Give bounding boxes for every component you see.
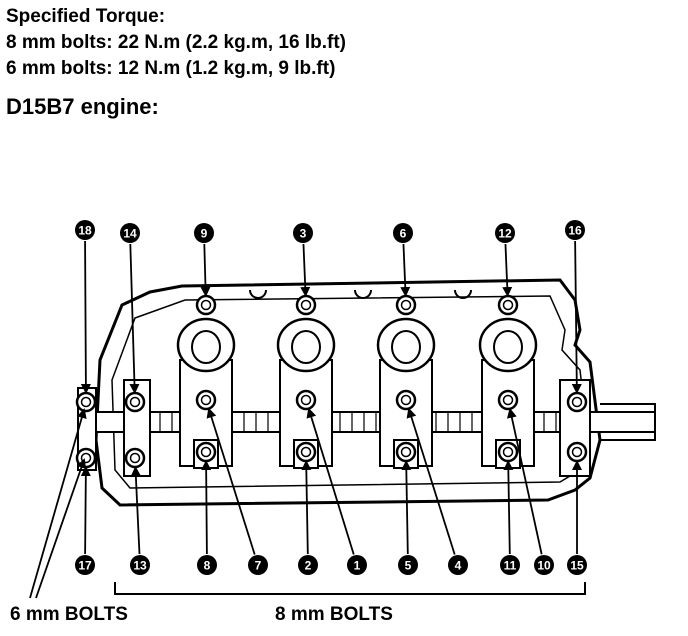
- callout-18: 18: [75, 220, 95, 240]
- bolt: [566, 391, 588, 413]
- leader-line: [506, 407, 543, 555]
- bolt: [566, 441, 588, 463]
- bolt: [497, 389, 519, 411]
- bolt: [395, 294, 417, 316]
- leader-line: [400, 243, 411, 298]
- torque-8mm-spec: 8 mm bolts: 22 N.m (2.2 kg.m, 16 lb.ft): [6, 32, 346, 53]
- callout-8: 8: [197, 555, 217, 575]
- bolt: [395, 389, 417, 411]
- callout-9: 9: [194, 223, 214, 243]
- callout-1: 1: [347, 555, 367, 575]
- bolt: [75, 447, 97, 469]
- leader-line: [80, 465, 91, 555]
- six-mm-arrow-1: [29, 408, 87, 599]
- bolt: [75, 391, 97, 413]
- six-mm-bolts-label: 6 mm BOLTS: [10, 604, 128, 625]
- callout-number: 6: [400, 227, 407, 241]
- callout-5: 5: [398, 555, 418, 575]
- callout-number: 4: [455, 559, 462, 573]
- leader-line: [201, 459, 212, 555]
- callout-number: 14: [123, 227, 137, 241]
- leader-line: [80, 240, 91, 395]
- callout-number: 10: [537, 559, 551, 573]
- callout-11: 11: [500, 555, 520, 575]
- eight-mm-bracket: [114, 582, 586, 595]
- leader-line: [130, 465, 141, 555]
- torque-6mm-spec: 6 mm bolts: 12 N.m (1.2 kg.m, 9 lb.ft): [6, 58, 336, 79]
- callout-number: 2: [305, 559, 312, 573]
- callout-10: 10: [534, 555, 554, 575]
- bolt: [195, 441, 217, 463]
- callout-7: 7: [248, 555, 268, 575]
- callout-number: 9: [201, 227, 208, 241]
- callout-number: 7: [255, 559, 262, 573]
- callout-12: 12: [495, 223, 515, 243]
- callout-number: 16: [568, 224, 582, 238]
- leader-line: [200, 243, 211, 298]
- bolt: [124, 447, 146, 469]
- six-mm-arrow-2: [35, 458, 87, 599]
- engine-heading: D15B7 engine:: [6, 94, 159, 119]
- callout-17: 17: [75, 555, 95, 575]
- bolt: [124, 391, 146, 413]
- callout-6: 6: [393, 223, 413, 243]
- leader-line: [206, 407, 256, 555]
- leader-line: [306, 407, 355, 555]
- callout-number: 17: [78, 559, 92, 573]
- bolt: [295, 389, 317, 411]
- callout-number: 18: [78, 224, 92, 238]
- callout-15: 15: [567, 555, 587, 575]
- callout-number: 13: [133, 559, 147, 573]
- bolt: [295, 294, 317, 316]
- callout-13: 13: [130, 555, 150, 575]
- callout-number: 3: [300, 227, 307, 241]
- callout-3: 3: [293, 223, 313, 243]
- torque-heading: Specified Torque:: [6, 6, 166, 27]
- bolt: [395, 441, 417, 463]
- callout-2: 2: [298, 555, 318, 575]
- bolt: [497, 441, 519, 463]
- leader-line: [406, 407, 456, 555]
- head-top-bumps: [249, 289, 472, 299]
- bolt: [497, 294, 519, 316]
- callout-number: 12: [498, 227, 512, 241]
- leader-line: [571, 240, 582, 395]
- callout-number: 1: [354, 559, 361, 573]
- callout-16: 16: [565, 220, 585, 240]
- leader-line: [401, 459, 412, 555]
- bolt: [195, 294, 217, 316]
- callout-14: 14: [120, 223, 140, 243]
- callout-number: 15: [570, 559, 584, 573]
- callout-number: 11: [504, 559, 517, 573]
- leader-line: [300, 243, 311, 298]
- leader-line: [301, 459, 312, 555]
- leader-line: [129, 243, 140, 395]
- eight-mm-bolts-label: 8 mm BOLTS: [275, 604, 393, 625]
- leader-line: [502, 243, 513, 298]
- callout-number: 5: [405, 559, 412, 573]
- bolt: [195, 389, 217, 411]
- callout-4: 4: [448, 555, 468, 575]
- leader-line: [503, 459, 514, 555]
- callout-number: 8: [204, 559, 211, 573]
- bolt: [295, 441, 317, 463]
